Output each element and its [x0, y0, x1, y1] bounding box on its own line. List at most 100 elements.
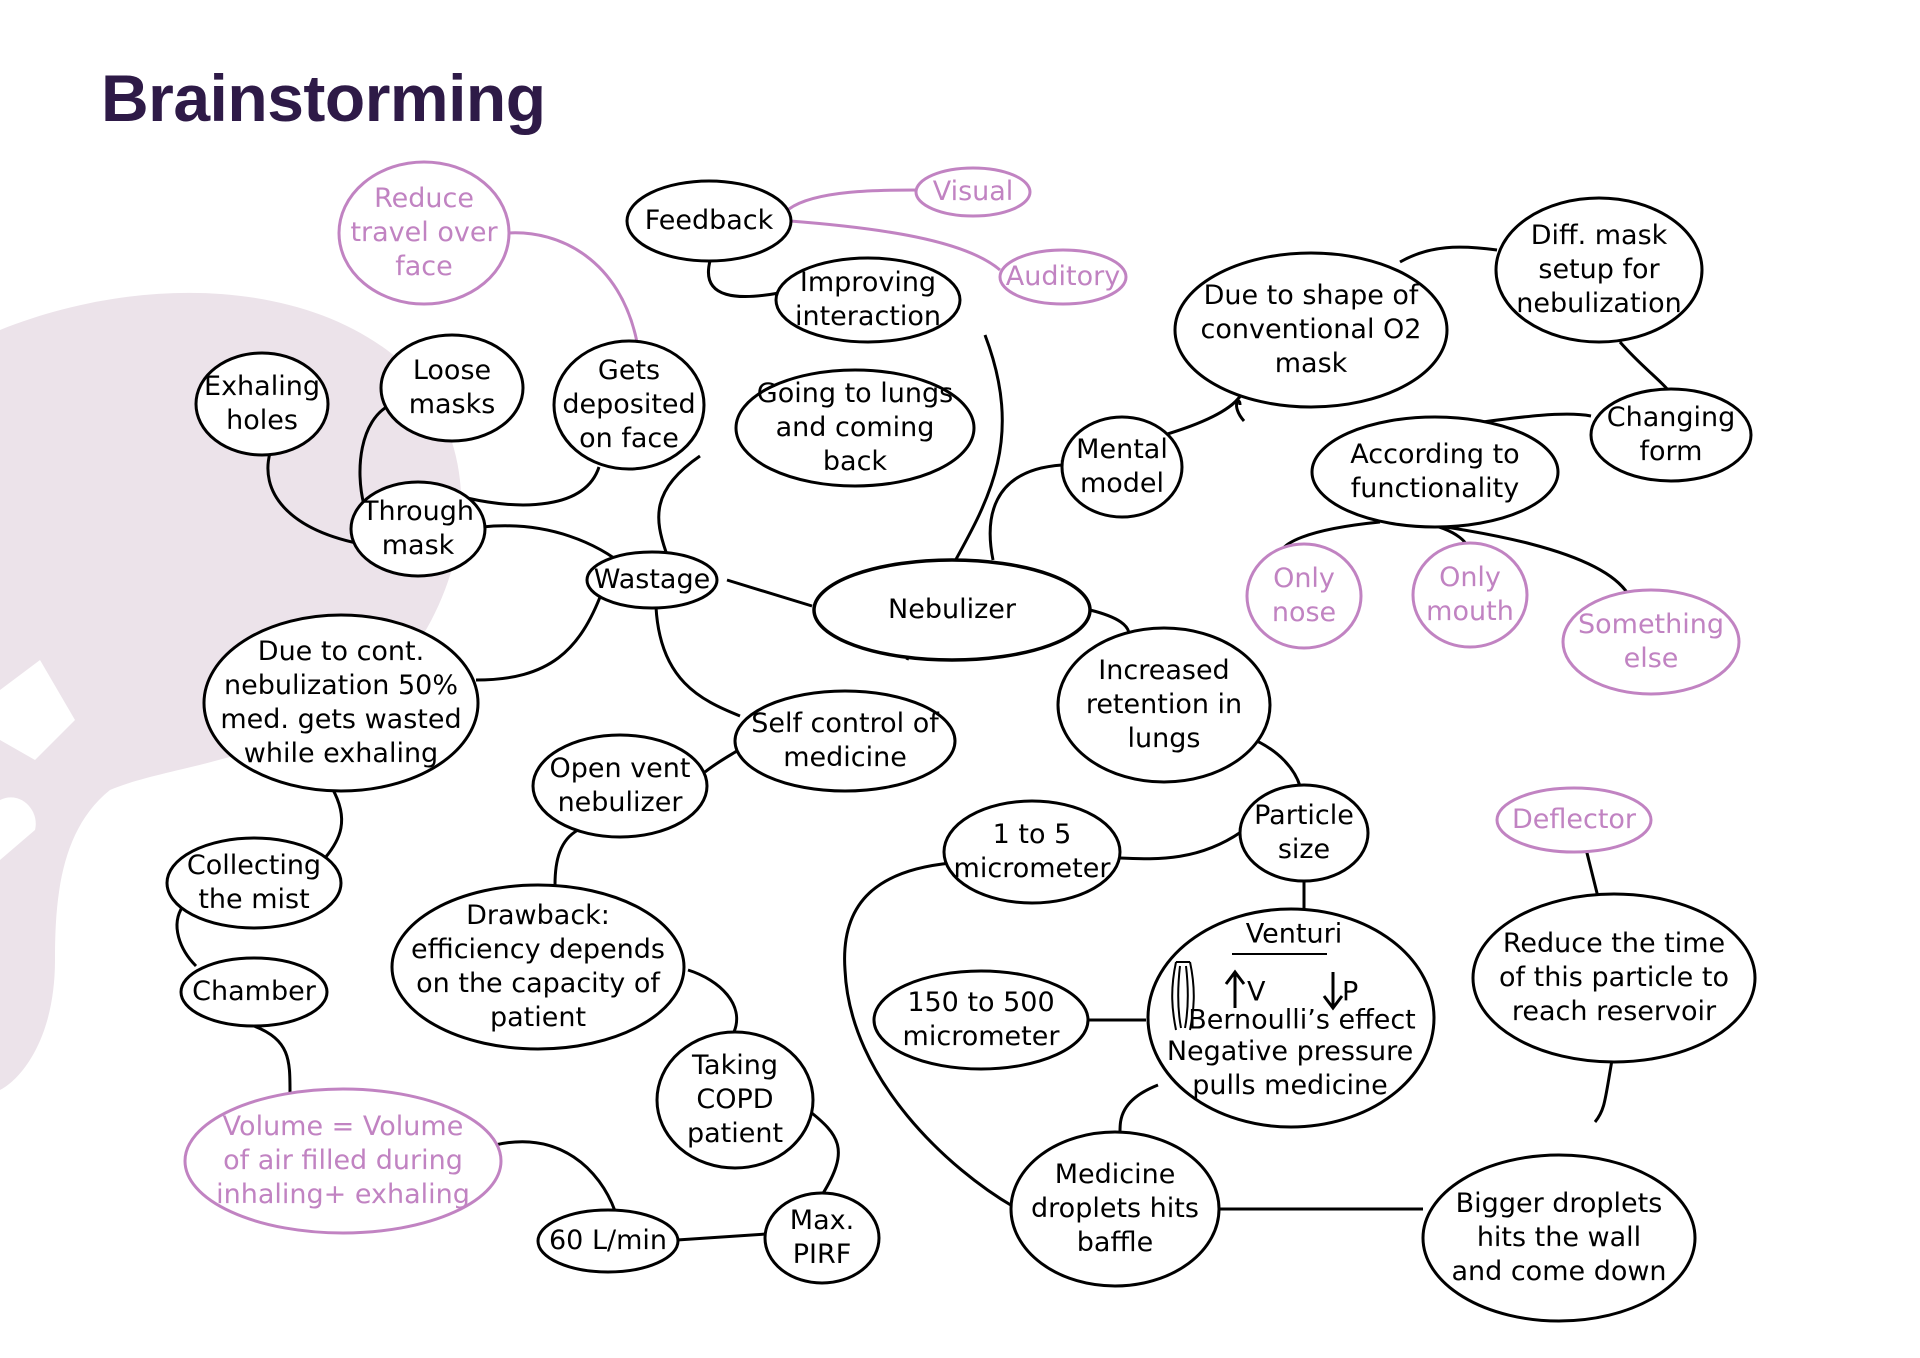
node-label-line: Changing: [1607, 402, 1736, 433]
connector-line: [1235, 399, 1246, 422]
node-outline: [1494, 196, 1704, 344]
connector-line: [1118, 1083, 1159, 1133]
connector-line: [704, 748, 740, 774]
connector-line: [726, 578, 813, 608]
connector-line: [807, 1108, 840, 1196]
node-label-line: Self control of: [751, 708, 940, 739]
connector-line: [553, 828, 579, 886]
connector-line: [988, 463, 1063, 561]
connector-line: [789, 219, 1001, 272]
node-outline: [183, 1087, 503, 1235]
node-label-line: Mental: [1076, 434, 1168, 465]
connector-line: [1618, 341, 1670, 391]
node-max-pirf: Max.PIRF: [763, 1191, 881, 1285]
connector-line: [1119, 830, 1242, 861]
node-label-line: Reduce the time: [1503, 928, 1725, 959]
node-label-line: setup for: [1538, 254, 1660, 285]
node-label-line: lungs: [1128, 723, 1201, 754]
connector-line: [687, 968, 739, 1033]
node-outline: [914, 166, 1032, 218]
node-label: Feedback: [645, 205, 774, 236]
node-label: Due to cont.nebulization 50%med. gets wa…: [220, 636, 461, 769]
arrow-up-icon: [1224, 969, 1246, 1008]
node-outline: [942, 799, 1122, 905]
node-outline: [1056, 626, 1272, 784]
node-label-line: nose: [1272, 597, 1336, 628]
node-outline: [585, 550, 719, 610]
node-outline: [1238, 783, 1370, 883]
node-label-line: back: [823, 446, 888, 477]
node-wastage: Wastage: [585, 550, 719, 610]
node-outline: [763, 1191, 881, 1285]
node-label-line: Deflector: [1512, 804, 1637, 835]
node-outline: [774, 256, 962, 344]
node-label-line: size: [1278, 834, 1330, 865]
node-label-line: Max.: [790, 1205, 854, 1236]
venturi-node-outline: [1146, 907, 1436, 1129]
connector-line: [358, 403, 391, 506]
venturi-description-line: pulls medicine: [1192, 1070, 1388, 1101]
node-outline: [390, 883, 686, 1051]
node-label-line: patient: [687, 1118, 783, 1149]
node-outline: [998, 248, 1128, 306]
background-notch-lower: [0, 797, 36, 860]
node-sixty-lmin: 60 L/min: [536, 1208, 680, 1274]
node-label-line: 60 L/min: [549, 1225, 667, 1256]
velocity-symbol: V: [1247, 977, 1266, 1008]
node-label-line: med. gets wasted: [220, 704, 461, 735]
node-label: Chamber: [192, 976, 317, 1007]
connector-line: [1399, 245, 1498, 264]
node-label-line: nebulization 50%: [224, 670, 458, 701]
node-label-line: Nebulizer: [888, 594, 1017, 625]
connector-line: [657, 454, 701, 553]
node-label-line: Volume = Volume: [223, 1111, 464, 1142]
node-label-line: patient: [490, 1002, 586, 1033]
node-layer: NebulizerFeedbackVisualAuditoryImproving…: [165, 160, 1757, 1323]
venturi-heading: Venturi: [1246, 919, 1342, 950]
node-label-line: mask: [382, 530, 455, 561]
node-label-line: Improving: [800, 267, 936, 298]
node-label-line: mouth: [1426, 596, 1514, 627]
bernoulli-effect-label: Bernoulli’s effect: [1188, 1005, 1416, 1036]
node-outline: [812, 558, 1092, 662]
node-label: Auditory: [1006, 261, 1120, 292]
node-label-line: Diff. mask: [1531, 220, 1668, 251]
node-outline: [1245, 542, 1363, 650]
pressure-symbol: P: [1342, 977, 1358, 1008]
node-auditory: Auditory: [998, 248, 1128, 306]
node-label-line: Drawback:: [466, 900, 610, 931]
node-outline: [1060, 415, 1184, 519]
node-label-line: hits the wall: [1477, 1222, 1641, 1253]
node-label-line: Reduce: [374, 183, 474, 214]
node-label-line: model: [1080, 468, 1164, 499]
connector-line: [475, 591, 604, 682]
node-outline: [1009, 1130, 1221, 1288]
node-label-line: and coming: [776, 412, 935, 443]
node-label-line: Only: [1439, 562, 1501, 593]
venturi-node: Venturi V P Bernoulli’s effect Negative …: [1146, 907, 1436, 1129]
node-label-line: on face: [579, 423, 679, 454]
node-outline: [734, 368, 976, 488]
node-label-line: interaction: [795, 301, 941, 332]
connector-line: [175, 905, 198, 968]
node-outline: [379, 333, 525, 443]
